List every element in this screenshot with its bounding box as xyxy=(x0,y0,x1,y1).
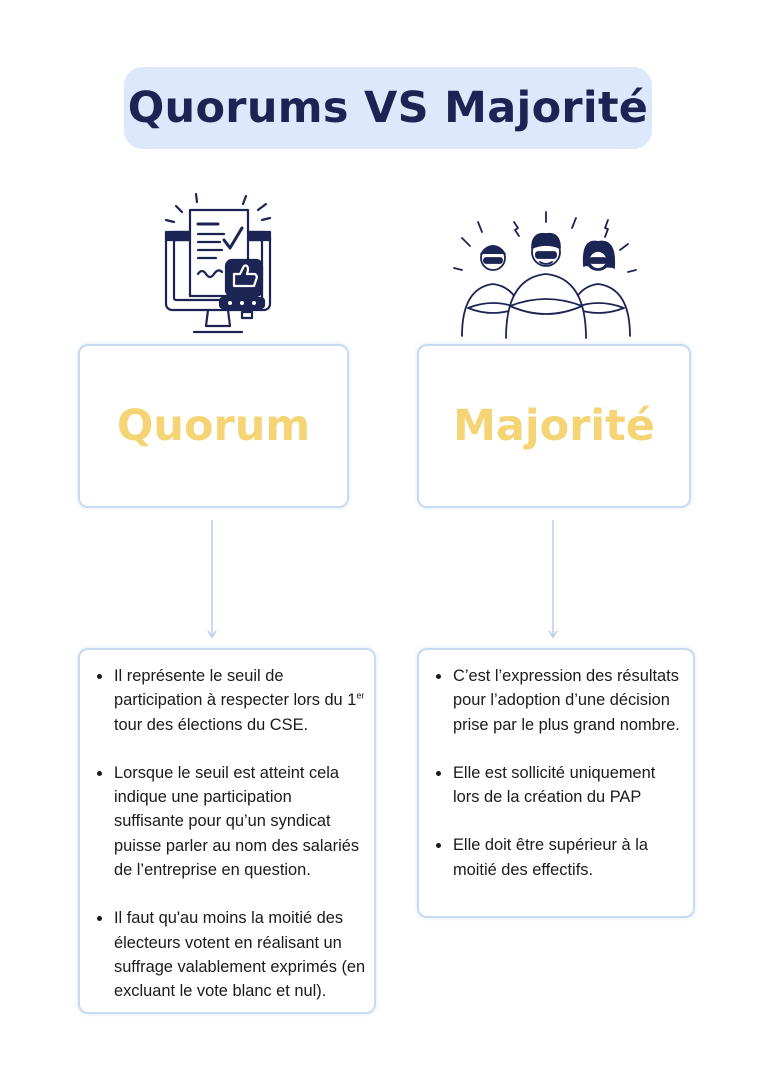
quorum-term: Quorum xyxy=(116,401,311,451)
majorite-term: Majorité xyxy=(453,401,655,451)
majorite-term-box: Majorité xyxy=(417,344,691,508)
quorum-term-box: Quorum xyxy=(78,344,349,508)
group-crossed-arms-icon xyxy=(448,208,644,340)
computer-checklist-icon xyxy=(158,190,278,340)
quorum-bullet-list: Il représente le seuil de participation … xyxy=(80,650,374,1004)
list-item: Lorsque le seuil est atteint cela indiqu… xyxy=(97,761,366,882)
list-item: Il faut qu'au moins la moitié des électe… xyxy=(97,906,366,1003)
list-item: Elle est sollicité uniquement lors de la… xyxy=(436,761,685,810)
quorum-details: Il représente le seuil de participation … xyxy=(78,648,376,1014)
arrow-down-left-icon xyxy=(207,520,217,640)
majorite-details: C’est l’expression des résultats pour l’… xyxy=(417,648,695,918)
arrow-down-right-icon xyxy=(548,520,558,640)
title-banner: Quorums VS Majorité xyxy=(124,67,652,149)
page-title: Quorums VS Majorité xyxy=(127,83,649,133)
majorite-bullet-list: C’est l’expression des résultats pour l’… xyxy=(419,650,693,882)
list-item: Elle doit être supérieur à la moitié des… xyxy=(436,833,685,882)
list-item: C’est l’expression des résultats pour l’… xyxy=(436,664,685,737)
list-item: Il représente le seuil de participation … xyxy=(97,664,366,737)
